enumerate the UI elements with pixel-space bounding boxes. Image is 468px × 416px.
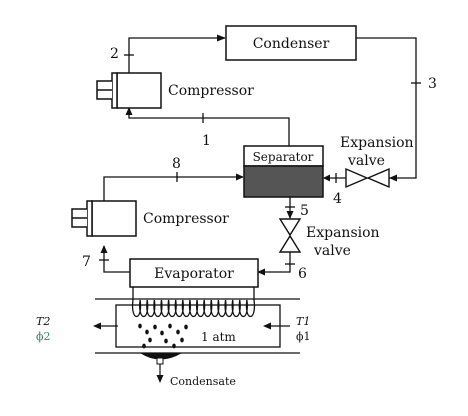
evaporator-box [129,258,259,288]
inlet-humidity-label: ϕ1 [296,330,311,343]
condenser: Condenser [225,25,357,61]
inlet-temperature-label: T1 [296,315,310,328]
valve-1-left [345,167,369,189]
valve-2-top [278,218,302,237]
arrow-into-high-compressor [125,107,133,115]
air-state-labels: T2 ϕ2 T1 ϕ1 1 atm Condensate [36,315,311,388]
pipe-state-2 [128,37,225,73]
pipe-state-3 [356,37,417,179]
state-label-6: 6 [298,266,307,282]
expansion-valve-2-text-line-2: valve [313,243,351,259]
evaporator-label: Evaporator [154,266,234,282]
condenser-box [225,25,357,61]
state-point-labels: 2 3 1 8 4 5 6 7 [82,46,437,282]
condensate-drops [138,323,188,349]
valve-2-bottom [278,234,302,253]
state-label-1: 1 [202,133,211,149]
compressor-body [116,72,162,109]
drain-arrow [156,375,164,383]
pressure-label: 1 atm [201,330,236,344]
condensate-drop [164,338,168,344]
arrow-into-expansion-valve-1 [389,174,397,182]
condensate-drop [148,337,152,343]
arrow-into-separator-right [323,174,330,182]
condensate-drain [140,353,182,383]
condenser-label: Condenser [253,36,330,52]
state-label-5: 5 [300,203,309,219]
drain-puddle [140,353,182,360]
arrow-into-condenser [217,34,226,42]
separator-label: Separator [253,150,314,164]
condensate-drop [145,329,149,335]
outlet-air-arrow [93,322,101,330]
pipe-state-8 [103,176,243,201]
arrow-into-evaporator [257,268,265,276]
valve-1-right [366,167,390,189]
expansion-valve-2-label: Expansion valve [306,225,384,259]
arrow-into-low-compressor [100,245,108,253]
cooling-coil [131,299,256,318]
expansion-valve-1 [345,167,390,189]
air-duct [95,287,300,354]
expansion-valve-1-text-line-2: valve [347,153,385,169]
pipe-state-7 [103,246,130,273]
condensate-drop [180,337,184,343]
separator-liquid-zone [243,165,324,198]
expansion-valve-1-label: Expansion valve [340,135,418,169]
condensate-drop [168,323,172,329]
state-label-4: 4 [333,191,342,207]
high-pressure-compressor [96,72,162,109]
condensate-drop [153,324,157,330]
condensate-drop [138,323,142,329]
compressor-low-label: Compressor [143,211,229,227]
condensate-drop [160,330,164,336]
condensate-drop [184,324,188,330]
outlet-temperature-label: T2 [36,315,50,328]
condensate-label: Condensate [170,375,236,388]
condensate-drop [142,343,146,349]
outlet-humidity-label: ϕ2 [36,330,51,343]
state-label-2: 2 [110,46,119,62]
inlet-air-arrow [263,322,271,330]
condensate-drop [176,329,180,335]
pipe-state-6 [258,252,291,273]
state-label-7: 7 [82,254,91,270]
evaporator: Evaporator [129,258,259,288]
condensate-drop [172,343,176,349]
compressor-high-label: Compressor [168,83,254,99]
compressor-body [91,200,137,237]
compressor-head [86,200,93,237]
air-flow [93,322,290,330]
separator: Separator [243,145,324,198]
flow-arrows [100,34,397,276]
state-label-3: 3 [428,76,437,92]
low-pressure-compressor [71,200,137,237]
drain-spout [156,357,164,365]
expansion-valve-1-text: Expansion [340,135,414,151]
arrow-into-separator-left [236,173,244,181]
arrow-into-expansion-valve-2 [286,211,294,219]
expansion-valve-2-text: Expansion [306,225,380,241]
expansion-valve-2 [278,218,302,253]
state-label-8: 8 [172,156,181,172]
compressor-head [111,72,118,109]
state-point-ticks [99,54,421,265]
